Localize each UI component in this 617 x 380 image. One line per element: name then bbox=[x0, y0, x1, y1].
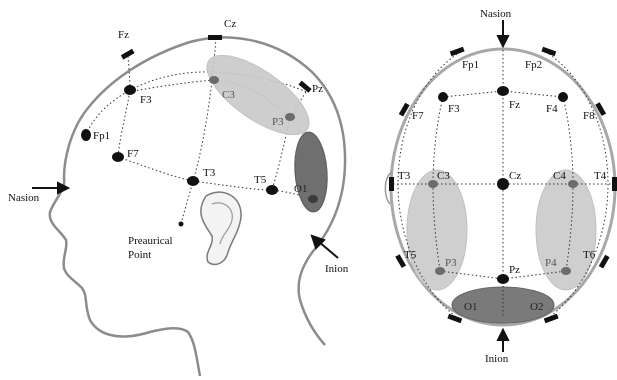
label-preauricular-2: Point bbox=[128, 249, 151, 261]
label-f3-top: F3 bbox=[448, 103, 460, 115]
electrode-marker-pz bbox=[298, 81, 311, 93]
label-f8-top: F8 bbox=[583, 110, 595, 122]
label-fp1-top: Fp1 bbox=[462, 59, 479, 71]
label-c3: C3 bbox=[222, 89, 235, 101]
electrode-cz-top bbox=[497, 178, 509, 190]
electrode-c3 bbox=[209, 76, 219, 84]
label-cz-top: Cz bbox=[509, 170, 521, 182]
label-o1-top: O1 bbox=[464, 301, 477, 313]
highlight-c3-p3 bbox=[195, 41, 321, 149]
electrode-f7 bbox=[112, 152, 124, 162]
label-p3-top: P3 bbox=[445, 257, 457, 269]
preauricular-point bbox=[179, 222, 184, 227]
label-fp1: Fp1 bbox=[93, 130, 110, 142]
label-cz: Cz bbox=[224, 18, 236, 30]
label-o2-top: O2 bbox=[530, 301, 543, 313]
label-p4-top: P4 bbox=[545, 257, 557, 269]
marker-t4 bbox=[612, 177, 617, 191]
top-view: Nasion Inion Fp1 Fp2 F7 F3 Fz F4 F8 T3 C… bbox=[385, 8, 617, 365]
label-inion-top: Inion bbox=[485, 353, 509, 365]
electrode-p4-top bbox=[561, 267, 571, 275]
label-preauricular-1: Preaurical bbox=[128, 235, 173, 247]
electrode-f3-top bbox=[438, 92, 448, 102]
label-pz-top: Pz bbox=[509, 264, 520, 276]
label-c4-top: C4 bbox=[553, 170, 566, 182]
electrode-fz-top bbox=[497, 86, 509, 96]
label-fz-top: Fz bbox=[509, 99, 520, 111]
label-inion-side: Inion bbox=[325, 263, 349, 275]
label-fp2-top: Fp2 bbox=[525, 59, 542, 71]
electrode-f3 bbox=[124, 85, 136, 95]
electrode-f4-top bbox=[558, 92, 568, 102]
electrode-p3-top bbox=[435, 267, 445, 275]
electrode-fp1 bbox=[81, 129, 91, 141]
electrode-p3 bbox=[285, 113, 295, 121]
side-view: Fz Cz Pz F3 Fp1 F7 C3 P3 T3 T5 O1 Nasion… bbox=[8, 18, 349, 376]
label-t3-top: T3 bbox=[398, 170, 411, 182]
label-t4-top: T4 bbox=[594, 170, 607, 182]
marker-fp2 bbox=[541, 47, 556, 56]
label-nasion-side: Nasion bbox=[8, 192, 40, 204]
label-f7: F7 bbox=[127, 148, 139, 160]
marker-fp1 bbox=[450, 47, 465, 56]
label-fz: Fz bbox=[118, 29, 129, 41]
label-f3: F3 bbox=[140, 94, 152, 106]
label-p3: P3 bbox=[272, 116, 284, 128]
label-c3-top: C3 bbox=[437, 170, 450, 182]
marker-t3 bbox=[389, 177, 394, 191]
label-pz: Pz bbox=[312, 83, 323, 95]
electrode-pz-top bbox=[497, 274, 509, 284]
label-o1: O1 bbox=[294, 183, 307, 195]
electrode-t5 bbox=[266, 185, 278, 195]
label-f4-top: F4 bbox=[546, 103, 558, 115]
head-profile bbox=[50, 37, 345, 376]
label-t5-top: T5 bbox=[404, 249, 417, 261]
label-f7-top: F7 bbox=[412, 110, 424, 122]
electrode-t3 bbox=[187, 176, 199, 186]
label-t6-top: T6 bbox=[583, 249, 596, 261]
label-nasion-top: Nasion bbox=[480, 8, 512, 20]
electrode-marker-cz bbox=[208, 35, 222, 40]
electrode-marker-fz bbox=[121, 49, 135, 60]
electrode-c4-top bbox=[568, 180, 578, 188]
label-t5: T5 bbox=[254, 174, 267, 186]
label-t3: T3 bbox=[203, 167, 216, 179]
electrode-o1 bbox=[308, 195, 318, 203]
